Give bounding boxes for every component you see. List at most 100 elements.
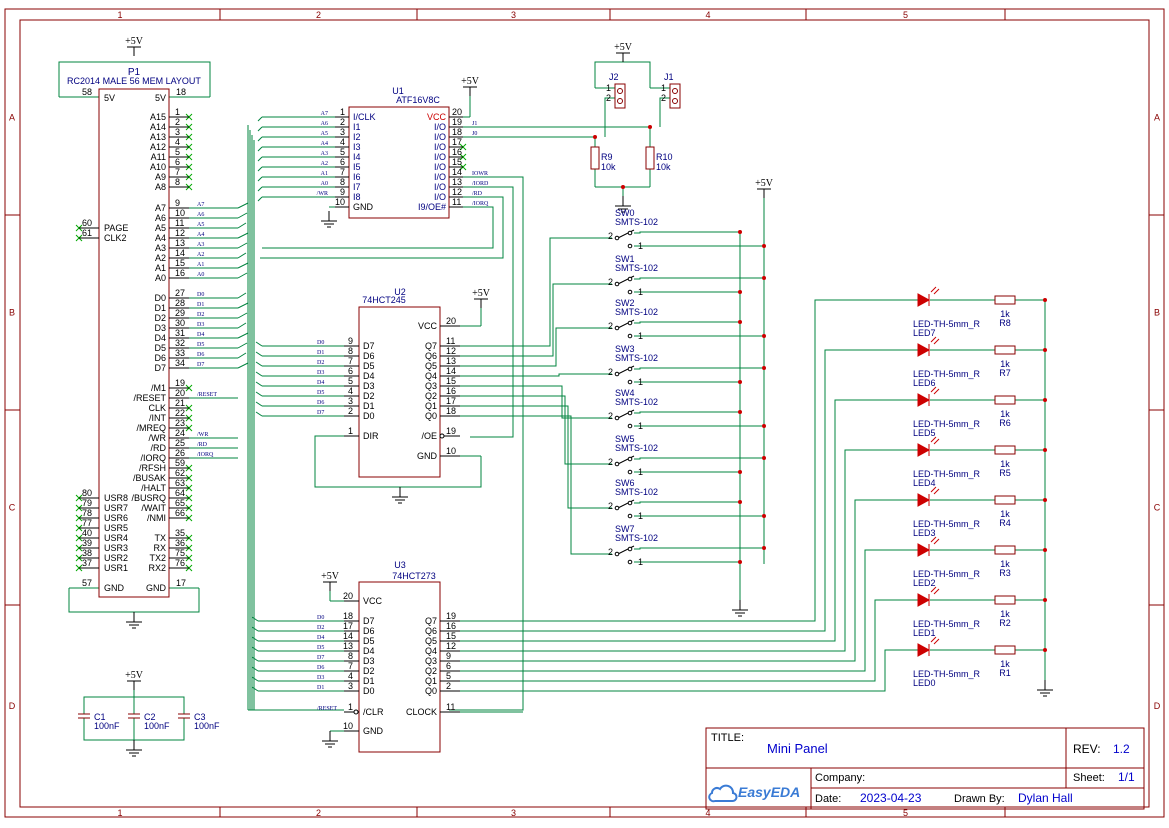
company-label: Company: <box>815 772 865 784</box>
column-marker: 3 <box>511 808 516 818</box>
pin-number: 6 <box>175 157 180 167</box>
pin-number: 66 <box>175 508 185 518</box>
pin-number: 4 <box>348 671 353 681</box>
net-label: /RD <box>472 191 483 197</box>
net-label: D3 <box>317 675 324 681</box>
led-ref: LED7 <box>913 328 936 338</box>
net-label: A6 <box>197 212 204 218</box>
junction-dot <box>762 334 766 338</box>
led-icon <box>933 538 940 545</box>
pin-name: D3 <box>154 323 166 333</box>
power-label: +5V <box>614 42 633 53</box>
wire <box>251 616 259 622</box>
led-ref: LED3 <box>913 528 936 538</box>
wire <box>460 385 612 419</box>
pin-name: I/O <box>434 162 446 172</box>
resistor-icon <box>994 445 1016 455</box>
pin-number: 36 <box>175 538 185 548</box>
jumper-pin <box>617 88 623 94</box>
switch-contact <box>627 276 633 282</box>
pin-name: /BUSAK <box>133 473 166 483</box>
row-marker: D <box>9 701 16 711</box>
pin-number: 14 <box>446 366 456 376</box>
resistor-ref: R3 <box>999 568 1011 578</box>
led-icon <box>917 543 931 557</box>
junction-dot <box>1043 598 1047 602</box>
wire <box>237 362 249 369</box>
pin-name: A14 <box>150 122 166 132</box>
pin-name: A7 <box>155 203 166 213</box>
pin-name: D3 <box>363 656 375 666</box>
p1-ref: P1 <box>128 67 141 78</box>
wire <box>460 237 612 347</box>
led-icon <box>917 393 931 407</box>
pin-number: 10 <box>335 197 345 207</box>
pin-name: GND <box>417 451 438 461</box>
pin-name: A3 <box>155 243 166 253</box>
net-label: IOWR <box>472 171 488 177</box>
pin-name: /M1 <box>151 383 166 393</box>
pin-name: TX2 <box>149 553 166 563</box>
led-value: LED-TH-5mm_R <box>913 369 981 379</box>
switch-contact <box>627 469 633 475</box>
switch-contact <box>627 423 633 429</box>
cap-ref: C3 <box>194 712 206 722</box>
wire <box>460 405 612 509</box>
pin-name: A0 <box>155 273 166 283</box>
switch-contact <box>627 559 633 565</box>
pin-name: USR2 <box>104 553 128 563</box>
led-ref: LED4 <box>913 478 936 488</box>
wire <box>257 156 263 162</box>
junction-dot <box>1043 648 1047 652</box>
pin-name: Q3 <box>425 381 437 391</box>
pin-name: D1 <box>363 676 375 686</box>
resistor-ref: R10 <box>656 152 673 162</box>
row-marker: A <box>1154 113 1160 123</box>
easyeda-logo: EasyEDA <box>708 784 800 803</box>
cap-value: 100nF <box>94 721 120 731</box>
pin-number: 1 <box>175 107 180 117</box>
wire <box>460 283 612 357</box>
pin-number: 14 <box>452 167 462 177</box>
wire <box>255 381 263 387</box>
resistor-icon <box>994 495 1016 505</box>
pin-name: I/O <box>434 172 446 182</box>
pin-name: D6 <box>154 353 166 363</box>
pin-name: D6 <box>363 351 375 361</box>
wire <box>237 212 248 219</box>
net-label: D2 <box>317 625 324 631</box>
led-icon <box>917 443 931 457</box>
switch-contact <box>614 551 620 557</box>
pin-number: 30 <box>175 318 185 328</box>
pin-name: I2 <box>353 132 361 142</box>
pin-number: 1 <box>638 511 643 521</box>
wire <box>237 242 248 249</box>
p1-value: RC2014 MALE 56 MEM LAYOUT <box>67 76 201 86</box>
net-label: D5 <box>317 645 324 651</box>
junction-dot <box>1043 298 1047 302</box>
wire <box>257 166 263 172</box>
net-label: D2 <box>197 312 204 318</box>
pin-name: D0 <box>363 411 375 421</box>
junction-dot <box>1043 398 1047 402</box>
led-value: LED-TH-5mm_R <box>913 419 981 429</box>
pin-number: 2 <box>608 411 613 421</box>
pin-number: 1 <box>606 83 611 93</box>
pin-number: 12 <box>446 641 456 651</box>
pin-number: 8 <box>175 177 180 187</box>
junction-dot <box>738 410 742 414</box>
switch-contact <box>614 461 620 467</box>
pin-number: 2 <box>608 501 613 511</box>
led-value: LED-TH-5mm_R <box>913 319 981 329</box>
pin-number: 20 <box>452 107 462 117</box>
net-label: D4 <box>317 380 324 386</box>
cap-value: 100nF <box>144 721 170 731</box>
pin-name: VCC <box>363 596 383 606</box>
pin-name: GND <box>104 583 125 593</box>
switch-value: SMTS-102 <box>615 263 658 273</box>
u2-ref: U2 <box>394 287 406 297</box>
wire <box>634 501 740 504</box>
led-icon <box>930 486 937 493</box>
drawn-by-value: Dylan Hall <box>1018 791 1073 805</box>
